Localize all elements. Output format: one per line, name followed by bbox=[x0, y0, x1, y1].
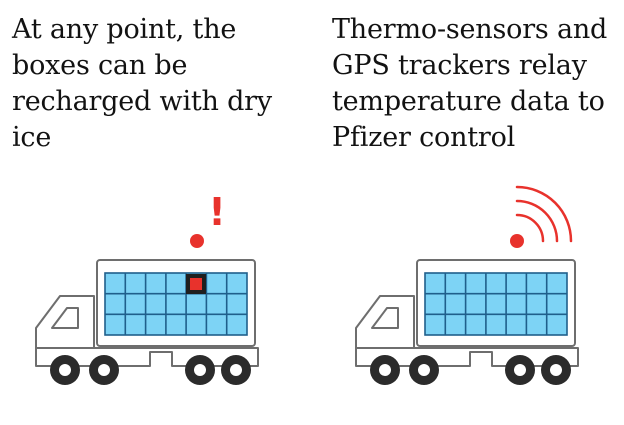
alert-dot bbox=[190, 234, 204, 248]
truck-illustration-tracking bbox=[355, 185, 579, 385]
caption-tracking: Thermo-sensors and GPS trackers relay te… bbox=[332, 14, 608, 153]
truck-window bbox=[51, 307, 79, 329]
cargo-boxes bbox=[424, 272, 568, 336]
caption-recharge: At any point, the boxes can be recharged… bbox=[12, 14, 272, 153]
panel-recharge: At any point, the boxes can be recharged… bbox=[0, 0, 300, 425]
alert-icon: ! bbox=[190, 190, 226, 248]
highlighted-box-fill bbox=[190, 278, 202, 290]
panel-tracking: Thermo-sensors and GPS trackers relay te… bbox=[320, 0, 620, 425]
truck-illustration-recharge: ! bbox=[35, 190, 259, 385]
truck-wheels bbox=[370, 355, 571, 385]
truck-window bbox=[371, 307, 399, 329]
signal-dot bbox=[510, 234, 524, 248]
cargo-boxes bbox=[104, 272, 248, 336]
truck bbox=[35, 259, 259, 385]
alert-exclamation: ! bbox=[208, 190, 225, 234]
signal-icon bbox=[510, 185, 573, 248]
truck-wheels bbox=[50, 355, 251, 385]
truck bbox=[355, 259, 579, 385]
